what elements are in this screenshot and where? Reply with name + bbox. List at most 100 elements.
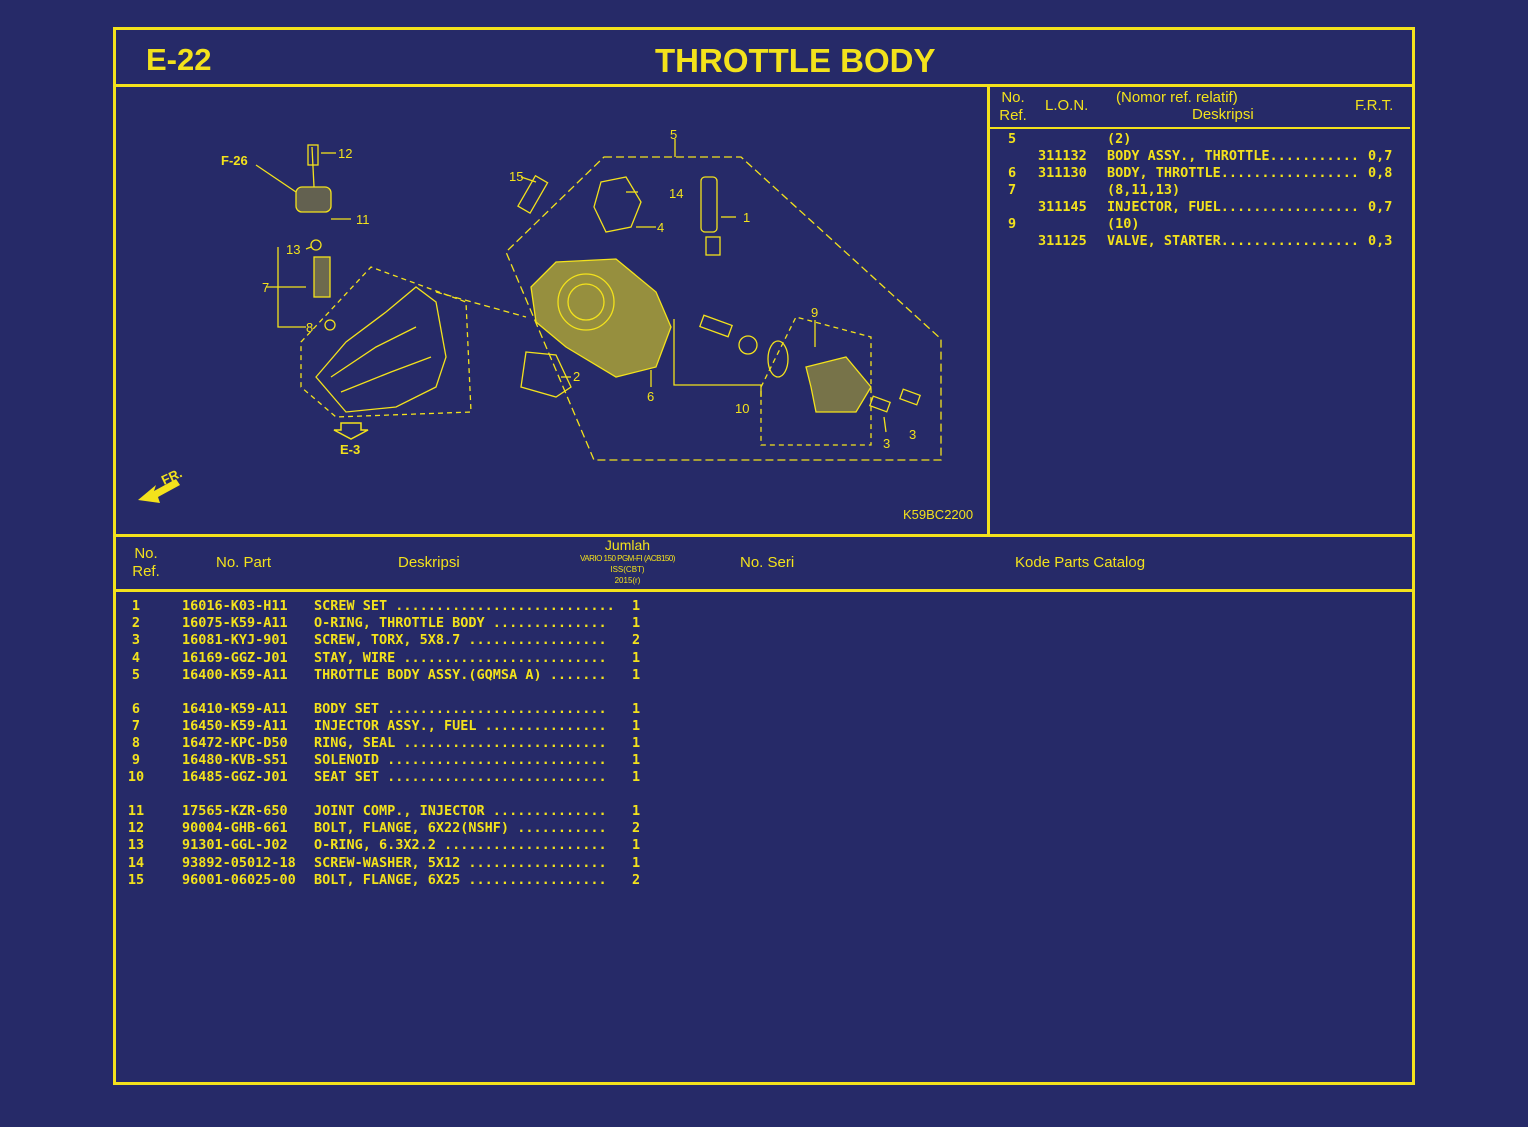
- part-part: 96001-06025-00: [182, 871, 296, 888]
- part-qty: 2: [632, 871, 641, 888]
- part-qty: 1: [632, 649, 641, 666]
- frt-desc: BODY ASSY., THROTTLE...........: [1107, 148, 1359, 164]
- part-ref: 14: [127, 854, 145, 871]
- callout: E-3: [340, 442, 360, 457]
- frt-header-lon: L.O.N.: [1045, 97, 1089, 114]
- part-part: 16016-K03-H11: [182, 598, 288, 614]
- exploded-diagram: 5 12 F-26 15 14 4 1 11 13 7 8 2 6 9 10 3…: [138, 127, 973, 522]
- qty-model: VARIO 150 PGM-FI (ACB150): [580, 554, 675, 563]
- part-ref: 2: [131, 615, 141, 632]
- assembly-outline: [505, 156, 942, 461]
- part-qty: 1: [632, 769, 641, 786]
- part-ref: 3: [131, 632, 141, 649]
- part-desc: O-RING, 6.3X2.2 ....................: [314, 837, 607, 854]
- down-arrow-icon: [333, 422, 369, 440]
- part-part: 16480-KVB-S51: [182, 752, 288, 769]
- frt-ref: 6: [1008, 165, 1017, 181]
- callout: 3: [909, 427, 916, 442]
- frt-frt: 0,7: [1368, 148, 1393, 164]
- part-desc: SOLENOID ...........................: [314, 752, 607, 769]
- frt-lon: 311145: [1038, 199, 1087, 215]
- callout: 11: [356, 212, 370, 227]
- part-part: 17565-KZR-650: [182, 803, 288, 819]
- part-qty: 1: [632, 700, 641, 717]
- part-part: 16169-GGZ-J01: [182, 649, 288, 666]
- part-desc: BOLT, FLANGE, 6X22(NSHF) ...........: [314, 820, 607, 837]
- part-desc: RING, SEAL .........................: [314, 734, 607, 751]
- part-ref: 4: [131, 649, 141, 666]
- callout: FR.: [159, 465, 184, 487]
- frt-ref: 5: [1008, 131, 1017, 147]
- frt-desc: VALVE, STARTER.................: [1107, 233, 1359, 249]
- section-code: E-22: [146, 42, 212, 77]
- part-ref: 1: [131, 598, 141, 614]
- page-title: THROTTLE BODY: [655, 42, 936, 79]
- parts-header-serial: No. Seri: [740, 554, 795, 571]
- part-desc: BOLT, FLANGE, 6X25 .................: [314, 871, 607, 888]
- part-part: 16450-K59-A11: [182, 717, 288, 734]
- part-desc: SCREW SET ...........................: [314, 598, 615, 614]
- frt-frt: 0,3: [1368, 233, 1393, 249]
- parts-header-no-part: No. Part: [216, 554, 272, 571]
- frt-lon: 311125: [1038, 233, 1087, 249]
- part-qty: 1: [632, 837, 641, 854]
- part-qty: 1: [632, 598, 641, 614]
- part-desc: INJECTOR ASSY., FUEL ...............: [314, 717, 607, 734]
- part-qty: 2: [632, 632, 641, 649]
- callout: 8: [306, 320, 313, 335]
- frt-header-frt: F.R.T.: [1355, 97, 1394, 114]
- callout: 12: [338, 146, 352, 161]
- part-part: 16075-K59-A11: [182, 615, 288, 632]
- part-qty: 1: [632, 666, 641, 683]
- frt-desc: (2): [1107, 131, 1132, 147]
- part-qty: 2: [632, 820, 641, 837]
- front-arrow-icon: [138, 479, 180, 503]
- part-desc: STAY, WIRE .........................: [314, 649, 607, 666]
- frt-desc: BODY, THROTTLE.................: [1107, 165, 1359, 181]
- parts-header-qty: Jumlah VARIO 150 PGM-FI (ACB150) ISS(CBT…: [560, 537, 695, 586]
- callout: F-26: [221, 153, 248, 168]
- parts-header-no-ref: No. Ref.: [132, 545, 160, 580]
- part-part: 16485-GGZ-J01: [182, 769, 288, 786]
- divider: [988, 127, 1410, 129]
- frt-header-desc-top: (Nomor ref. relatif): [1116, 89, 1238, 106]
- part-desc: THROTTLE BODY ASSY.(GQMSA A) .......: [314, 666, 607, 683]
- part-ref: 11: [127, 803, 145, 819]
- divider: [113, 84, 1412, 87]
- part-qty: 1: [632, 615, 641, 632]
- part-ref: 5: [131, 666, 141, 683]
- part-part: 93892-05012-18: [182, 854, 296, 871]
- part-ref: 9: [131, 752, 141, 769]
- callout: 15: [509, 169, 523, 184]
- parts-header-catalog: Kode Parts Catalog: [1015, 554, 1146, 571]
- frt-header-no-ref: No. Ref.: [999, 89, 1027, 124]
- part-ref: 13: [127, 837, 145, 854]
- frt-lon: 311132: [1038, 148, 1087, 164]
- frt-header-desc: Deskripsi: [1192, 106, 1254, 123]
- frt-desc: (8,11,13): [1107, 182, 1181, 198]
- part-ref: 12: [127, 820, 145, 837]
- callout: 10: [735, 401, 749, 416]
- divider: [113, 589, 1412, 592]
- part-ref: 15: [127, 871, 145, 888]
- drawing-code: K59BC2200: [903, 507, 973, 522]
- part-desc: BODY SET ...........................: [314, 700, 607, 717]
- part-qty: 1: [632, 752, 641, 769]
- part-qty: 1: [632, 803, 641, 819]
- frt-frt: 0,8: [1368, 165, 1393, 181]
- parts-header-desc: Deskripsi: [398, 554, 460, 571]
- qty-year: 2015(r): [614, 576, 641, 585]
- callout: 4: [657, 220, 664, 235]
- part-part: 16472-KPC-D50: [182, 734, 288, 751]
- qty-variant: ISS(CBT): [610, 565, 645, 574]
- frt-desc: (10): [1107, 216, 1140, 232]
- part-qty: 1: [632, 734, 641, 751]
- part-ref: 6: [131, 700, 141, 717]
- callout: 2: [573, 369, 580, 384]
- divider: [987, 84, 990, 536]
- callout: 3: [883, 436, 890, 451]
- frt-ref: 7: [1008, 182, 1017, 198]
- manifold-outline: [300, 266, 472, 418]
- callout: 6: [647, 389, 654, 404]
- part-ref: 10: [127, 769, 145, 786]
